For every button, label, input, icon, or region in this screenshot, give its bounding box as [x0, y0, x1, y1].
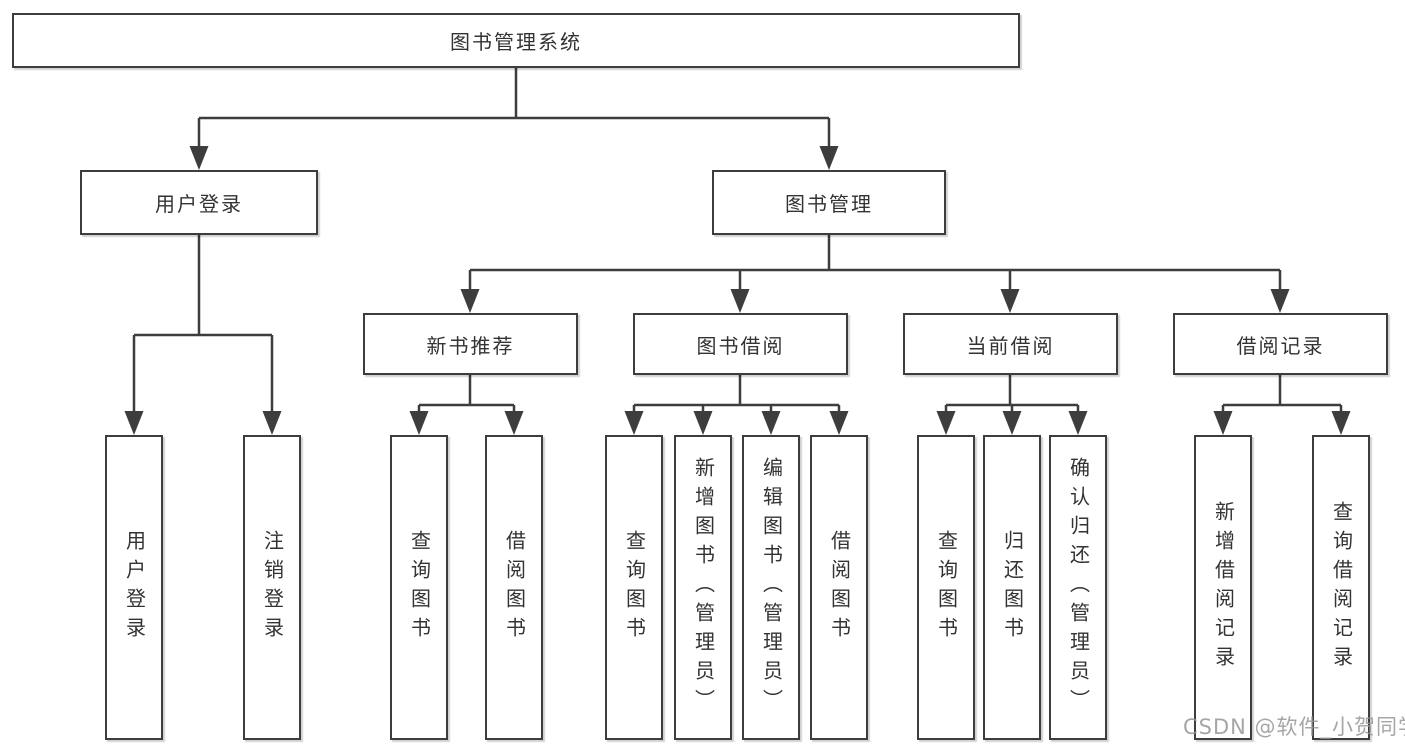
leaf-borrow-books: 借阅图书 — [810, 435, 868, 740]
leaf-add-books-admin: 新增图书（管理员） — [674, 435, 732, 740]
node-library-management-system: 图书管理系统 — [12, 13, 1020, 68]
node-book-borrow: 图书借阅 — [633, 313, 848, 375]
leaf-confirm-return-admin: 确认归还（管理员） — [1049, 435, 1107, 740]
node-current-borrow: 当前借阅 — [903, 313, 1118, 375]
leaf-borrow-books-recommend: 借阅图书 — [485, 435, 543, 740]
leaf-logout: 注销登录 — [243, 435, 301, 740]
node-user-login: 用户登录 — [80, 170, 318, 235]
node-new-book-recommend: 新书推荐 — [363, 313, 578, 375]
leaf-user-login: 用户登录 — [105, 435, 163, 740]
leaf-return-books: 归还图书 — [983, 435, 1041, 740]
leaf-query-borrow-record: 查询借阅记录 — [1312, 435, 1370, 740]
leaf-query-books-recommend: 查询图书 — [390, 435, 448, 740]
leaf-edit-books-admin: 编辑图书（管理员） — [742, 435, 800, 740]
node-borrow-records: 借阅记录 — [1173, 313, 1388, 375]
csdn-watermark: CSDN @软件_小贺同学 — [1183, 715, 1405, 739]
leaf-add-borrow-record: 新增借阅记录 — [1194, 435, 1252, 740]
node-book-management: 图书管理 — [712, 170, 946, 235]
leaf-query-books-borrow: 查询图书 — [605, 435, 663, 740]
leaf-query-books-current: 查询图书 — [917, 435, 975, 740]
